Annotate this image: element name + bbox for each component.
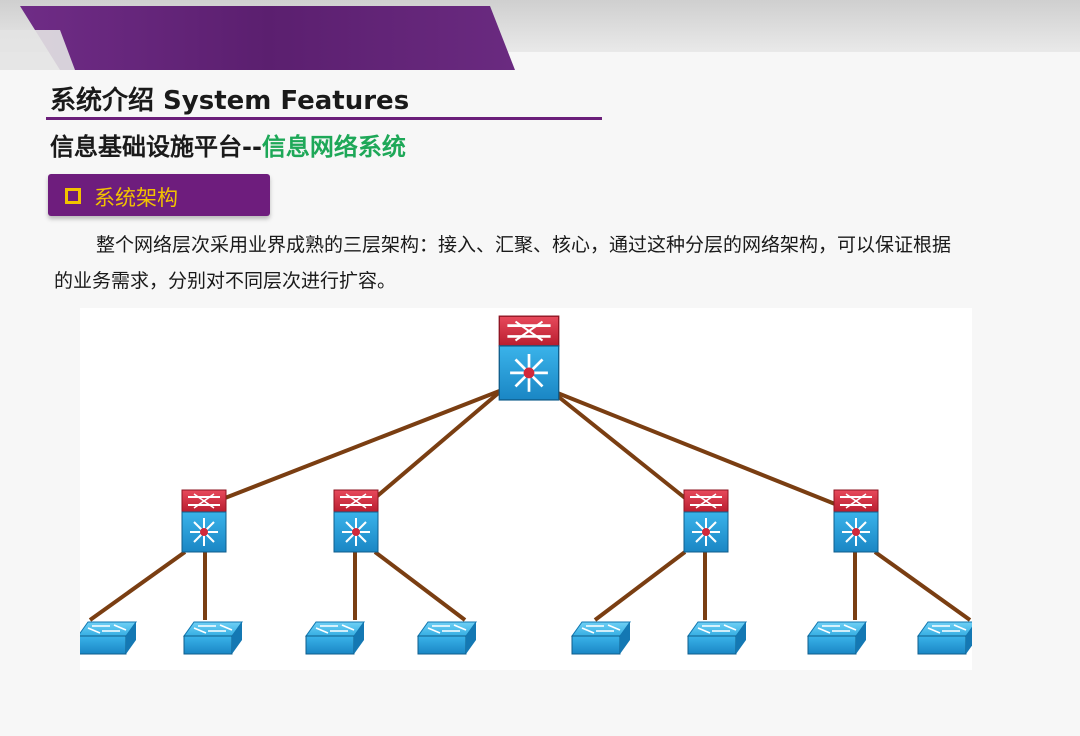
aggregation-switch-icon xyxy=(333,489,379,553)
access-switch-icon xyxy=(917,621,972,655)
section-tag: 系统架构 xyxy=(48,174,270,216)
aggregation-switch-icon xyxy=(833,489,879,553)
access-switch-icon xyxy=(417,621,477,655)
core-links xyxy=(224,388,841,508)
title-divider xyxy=(46,117,602,120)
page-title: 系统介绍 System Features xyxy=(50,86,410,116)
access-switch-icon xyxy=(80,621,137,655)
body-paragraph: 整个网络层次采用业界成熟的三层架构：接入、汇聚、核心，通过这种分层的网络架构，可… xyxy=(54,234,952,292)
checkbox-icon xyxy=(65,188,81,204)
subtitle-accent: 信息网络系统 xyxy=(261,133,406,161)
aggregation-switch-icon xyxy=(181,489,227,553)
subtitle-main: 信息基础设施平台-- xyxy=(50,133,262,161)
access-switch-icon xyxy=(687,621,747,655)
network-diagram xyxy=(80,308,972,670)
access-switch-icon xyxy=(807,621,867,655)
access-links xyxy=(88,550,972,622)
page-subtitle: 信息基础设施平台--信息网络系统 xyxy=(50,127,406,162)
access-switch-icon xyxy=(183,621,243,655)
access-switch-icon xyxy=(571,621,631,655)
core-switch-icon xyxy=(497,314,561,402)
access-switch-icon xyxy=(305,621,365,655)
header-banner xyxy=(0,0,1080,70)
section-label: 系统架构 xyxy=(94,186,178,210)
aggregation-switch-icon xyxy=(683,489,729,553)
